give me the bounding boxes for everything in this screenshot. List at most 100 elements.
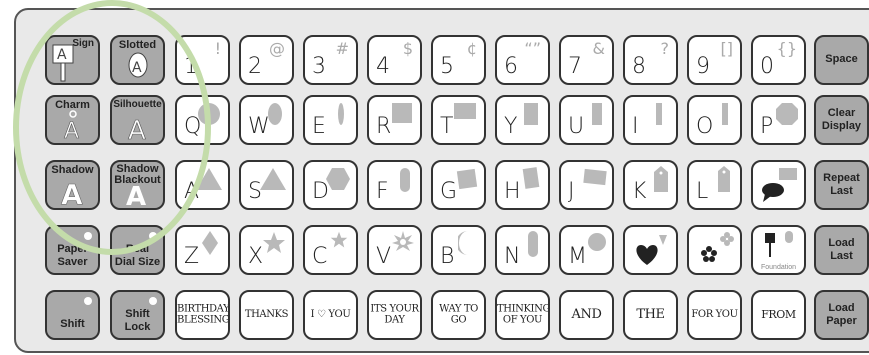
- key-j[interactable]: J: [559, 160, 614, 210]
- key-g[interactable]: G: [431, 160, 486, 210]
- svg-text:A: A: [61, 178, 83, 206]
- diamond-shape-icon: [202, 231, 218, 255]
- silhouette-key[interactable]: Silhouette A: [110, 95, 165, 145]
- key-6[interactable]: 6 “”: [495, 35, 550, 85]
- shadow-blackout-key[interactable]: Shadow Blackout A: [110, 160, 165, 210]
- key-main-char: G: [440, 179, 457, 204]
- triangle-shape-icon: [196, 168, 222, 190]
- charm-icon: A: [58, 109, 88, 141]
- key-b[interactable]: B: [431, 225, 486, 275]
- key-9[interactable]: 9 []: [687, 35, 742, 85]
- key-k[interactable]: K: [623, 160, 678, 210]
- key-main-char: N: [504, 244, 520, 269]
- space-key[interactable]: Space: [814, 35, 869, 85]
- real-dial-size-key-label: Real Dial Size: [112, 243, 163, 268]
- key-2[interactable]: 2 @: [239, 35, 294, 85]
- way-to-go-key[interactable]: WAY TO GO: [431, 290, 486, 340]
- repeat-last-key[interactable]: Repeat Last: [814, 160, 869, 210]
- speech-bubble-key[interactable]: [751, 160, 806, 210]
- charm-key[interactable]: Charm A: [45, 95, 100, 145]
- key-x[interactable]: X: [239, 225, 294, 275]
- its-your-day-key[interactable]: ITS YOUR DAY: [367, 290, 422, 340]
- key-y[interactable]: Y: [495, 95, 550, 145]
- key-0[interactable]: 0 {}: [751, 35, 806, 85]
- key-t[interactable]: T: [431, 95, 486, 145]
- key-7[interactable]: 7 &: [559, 35, 614, 85]
- key-z[interactable]: Z: [175, 225, 230, 275]
- key-i[interactable]: I: [623, 95, 678, 145]
- key-main-char: P: [760, 114, 773, 139]
- key-q[interactable]: Q: [175, 95, 230, 145]
- flower-key[interactable]: [687, 225, 742, 275]
- sign-key[interactable]: Sign A: [45, 35, 100, 85]
- indicator-dot-icon: [84, 232, 92, 240]
- key-r[interactable]: R: [367, 95, 422, 145]
- from-key[interactable]: FROM: [751, 290, 806, 340]
- the-key[interactable]: THE: [623, 290, 678, 340]
- slotted-key[interactable]: Slotted A: [110, 35, 165, 85]
- key-main-char: M: [568, 244, 587, 269]
- key-a[interactable]: A: [175, 160, 230, 210]
- circle-shape-icon: [198, 103, 220, 125]
- clear-display-key[interactable]: Clear Display: [814, 95, 869, 145]
- paper-saver-key-label: Paper Saver: [47, 243, 98, 268]
- svg-text:A: A: [128, 116, 146, 141]
- key-d[interactable]: D: [303, 160, 358, 210]
- key-main-char: F: [376, 179, 389, 204]
- thanks-key[interactable]: THANKS: [239, 290, 294, 340]
- key-s[interactable]: S: [239, 160, 294, 210]
- oval-shape-icon: [268, 103, 282, 125]
- key-w[interactable]: W: [239, 95, 294, 145]
- thinking-of-you-key[interactable]: THINKING OF YOU: [495, 290, 550, 340]
- shift-key[interactable]: Shift: [45, 290, 100, 340]
- load-paper-key[interactable]: Load Paper: [814, 290, 869, 340]
- load-last-key[interactable]: Load Last: [814, 225, 869, 275]
- key-main-char: L: [696, 179, 708, 204]
- rectangle-shape-icon: [592, 103, 602, 125]
- key-p[interactable]: P: [751, 95, 806, 145]
- key-h[interactable]: H: [495, 160, 550, 210]
- birthday-blessings-key[interactable]: BIRTHDAY BLESSINGS: [175, 290, 230, 340]
- key-v[interactable]: V: [367, 225, 422, 275]
- key-main-char: I: [632, 114, 639, 139]
- key-5[interactable]: 5 ¢: [431, 35, 486, 85]
- shift-lock-key-label: Shift Lock: [112, 308, 163, 333]
- svg-text:A: A: [57, 47, 67, 63]
- key-shift-char: []: [721, 39, 733, 58]
- key-4[interactable]: 4 $: [367, 35, 422, 85]
- wordmark-label: ITS YOUR DAY: [369, 305, 420, 326]
- i-love-you-key[interactable]: I ♡ YOU: [303, 290, 358, 340]
- key-c[interactable]: C: [303, 225, 358, 275]
- key-shift-char: {}: [777, 39, 797, 58]
- heart-key[interactable]: [623, 225, 678, 275]
- key-8[interactable]: 8 ?: [623, 35, 678, 85]
- key-u[interactable]: U: [559, 95, 614, 145]
- real-dial-size-key[interactable]: Real Dial Size: [110, 225, 165, 275]
- key-main-char: B: [440, 244, 454, 269]
- svg-text:A: A: [64, 119, 79, 141]
- key-o[interactable]: O: [687, 95, 742, 145]
- small-star-shape-icon: [330, 231, 348, 249]
- key-main-char: V: [376, 244, 391, 269]
- key-main-char: K: [632, 179, 646, 204]
- key-l[interactable]: L: [687, 160, 742, 210]
- wordmark-label: THE: [625, 308, 676, 322]
- for-you-key[interactable]: FOR YOU: [687, 290, 742, 340]
- key-m[interactable]: M: [559, 225, 614, 275]
- key-1[interactable]: 1 !: [175, 35, 230, 85]
- key-main-char: 9: [696, 54, 710, 79]
- sign-post-icon: [759, 229, 801, 261]
- paper-saver-key[interactable]: Paper Saver: [45, 225, 100, 275]
- key-e[interactable]: E: [303, 95, 358, 145]
- rectangle-shape-icon: [524, 103, 538, 125]
- shadow-key[interactable]: Shadow A: [45, 160, 100, 210]
- key-f[interactable]: F: [367, 160, 422, 210]
- and-key[interactable]: AND: [559, 290, 614, 340]
- key-main-char: U: [568, 114, 584, 139]
- shift-lock-key[interactable]: Shift Lock: [110, 290, 165, 340]
- key-n[interactable]: N: [495, 225, 550, 275]
- foundation-key[interactable]: Foundation: [751, 225, 806, 275]
- key-3[interactable]: 3 #: [303, 35, 358, 85]
- wordmark-label: BIRTHDAY BLESSINGS: [177, 305, 228, 326]
- key-main-char: W: [248, 114, 270, 139]
